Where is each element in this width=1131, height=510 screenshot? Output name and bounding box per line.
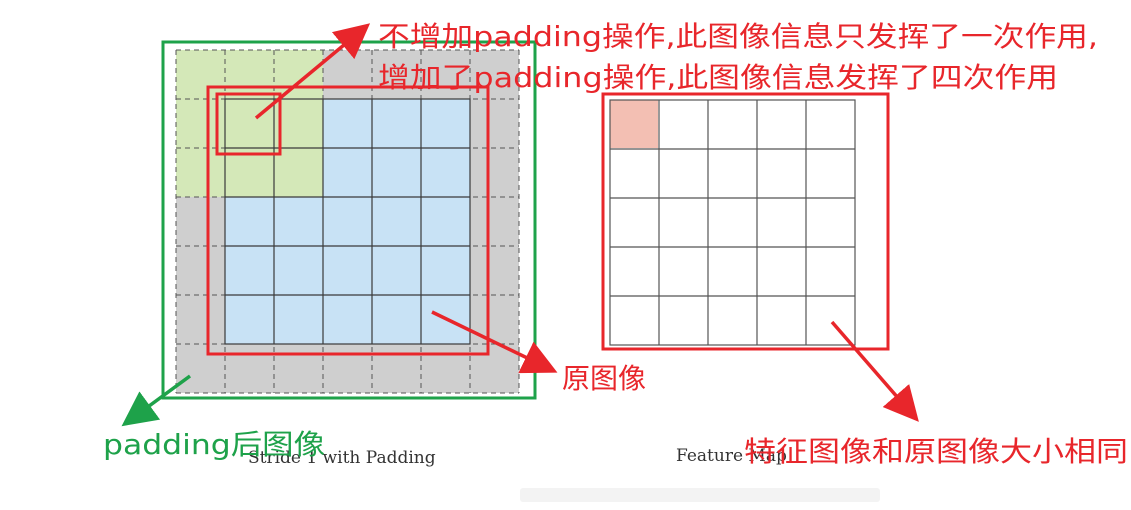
arrow-to-same-size-label — [830, 320, 919, 422]
annotation-top-line2: 增加了padding操作,此图像信息发挥了四次作用 — [378, 61, 1058, 94]
arrow-to-padded-label — [121, 374, 192, 427]
corner-pixel-box — [215, 92, 282, 156]
caption-feature-map: Feature Map — [676, 446, 787, 466]
annotation-original-image: 原图像 — [562, 362, 646, 395]
annotation-top-line1: 不增加padding操作,此图像信息只发挥了一次作用, — [378, 20, 1098, 53]
annotation-padded-image: padding后图像 — [103, 428, 325, 461]
feature-map-grid — [609, 99, 856, 346]
original-image-outline — [206, 85, 490, 356]
feature-map-outline — [601, 92, 890, 351]
bottom-shadow-strip — [520, 488, 880, 502]
original-image-grid-lines — [224, 98, 471, 345]
arrow-to-original-label — [431, 310, 558, 374]
arrow-to-top-note — [254, 23, 371, 120]
feature-map-highlight-cell — [610, 100, 658, 148]
annotation-same-size: 特征图像和原图像大小相同 — [744, 435, 1128, 468]
padded-input-grid — [175, 49, 520, 394]
caption-stride-with-padding: Stride 1 with Padding — [248, 448, 436, 468]
